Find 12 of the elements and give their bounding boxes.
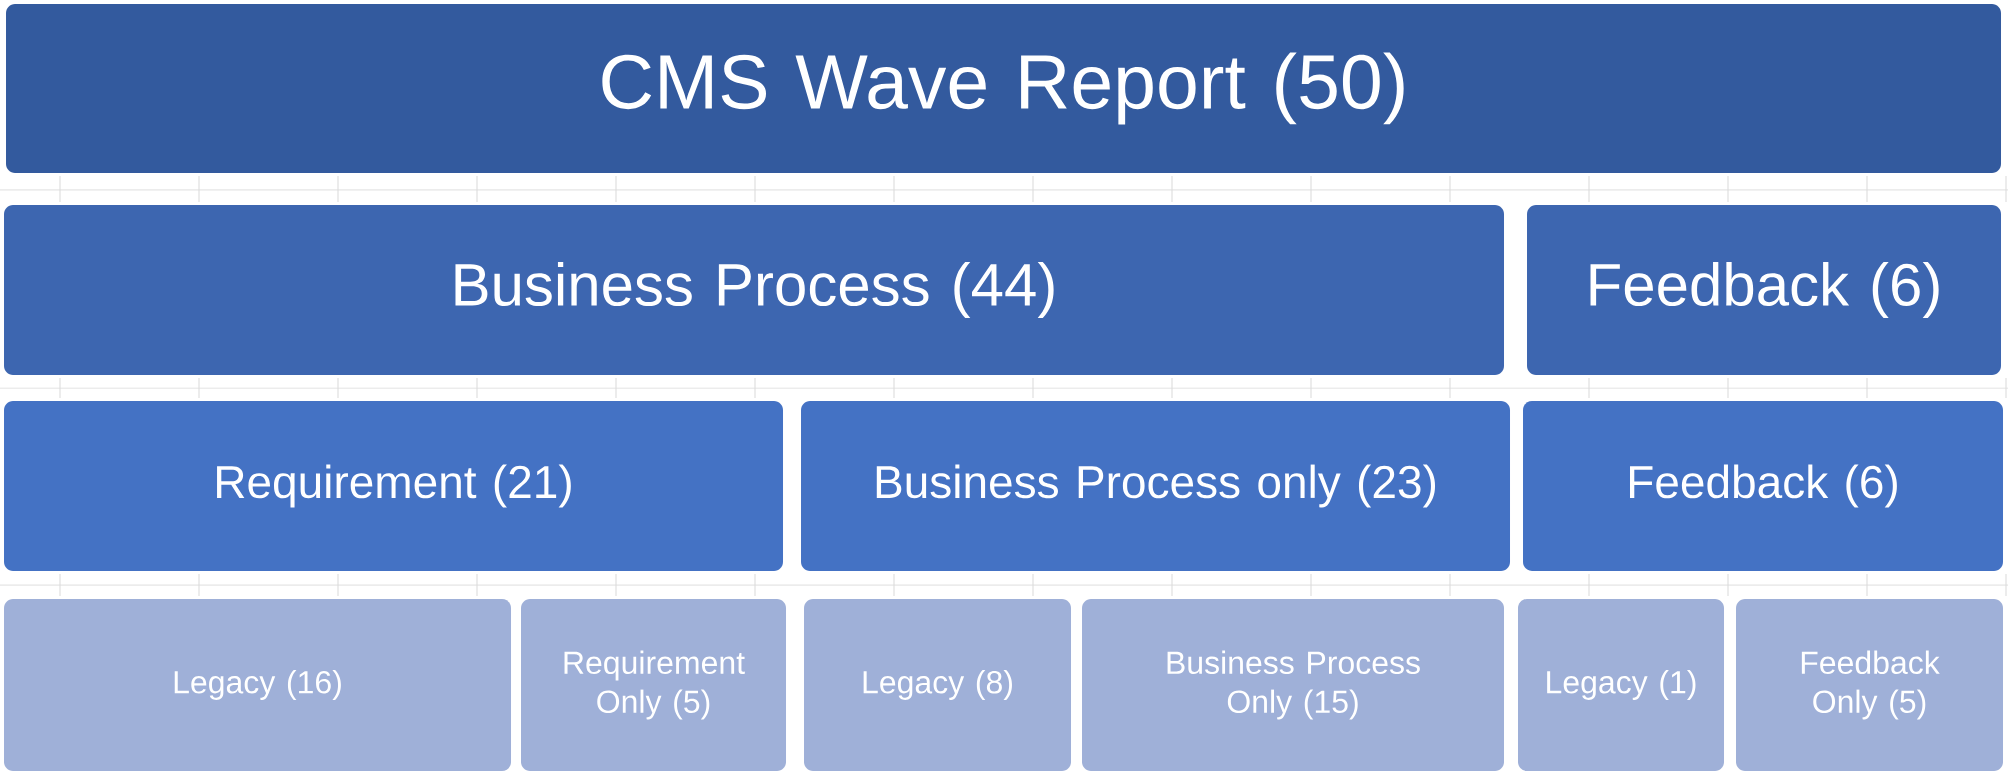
- subcategory-box: Business Process only (23): [801, 401, 1510, 571]
- leaf-box: Feedback Only (5): [1736, 599, 2003, 771]
- category-box: Feedback (6): [1527, 205, 2001, 375]
- title-box: CMS Wave Report (50): [6, 4, 2001, 173]
- subcategory-box: Feedback (6): [1523, 401, 2003, 571]
- leaf-box: Legacy (8): [804, 599, 1071, 771]
- leaf-box: Requirement Only (5): [521, 599, 786, 771]
- leaf-box: Legacy (1): [1518, 599, 1724, 771]
- subcategory-box: Requirement (21): [4, 401, 783, 571]
- leaf-box: Business Process Only (15): [1082, 599, 1504, 771]
- category-box: Business Process (44): [4, 205, 1504, 375]
- leaf-box: Legacy (16): [4, 599, 511, 771]
